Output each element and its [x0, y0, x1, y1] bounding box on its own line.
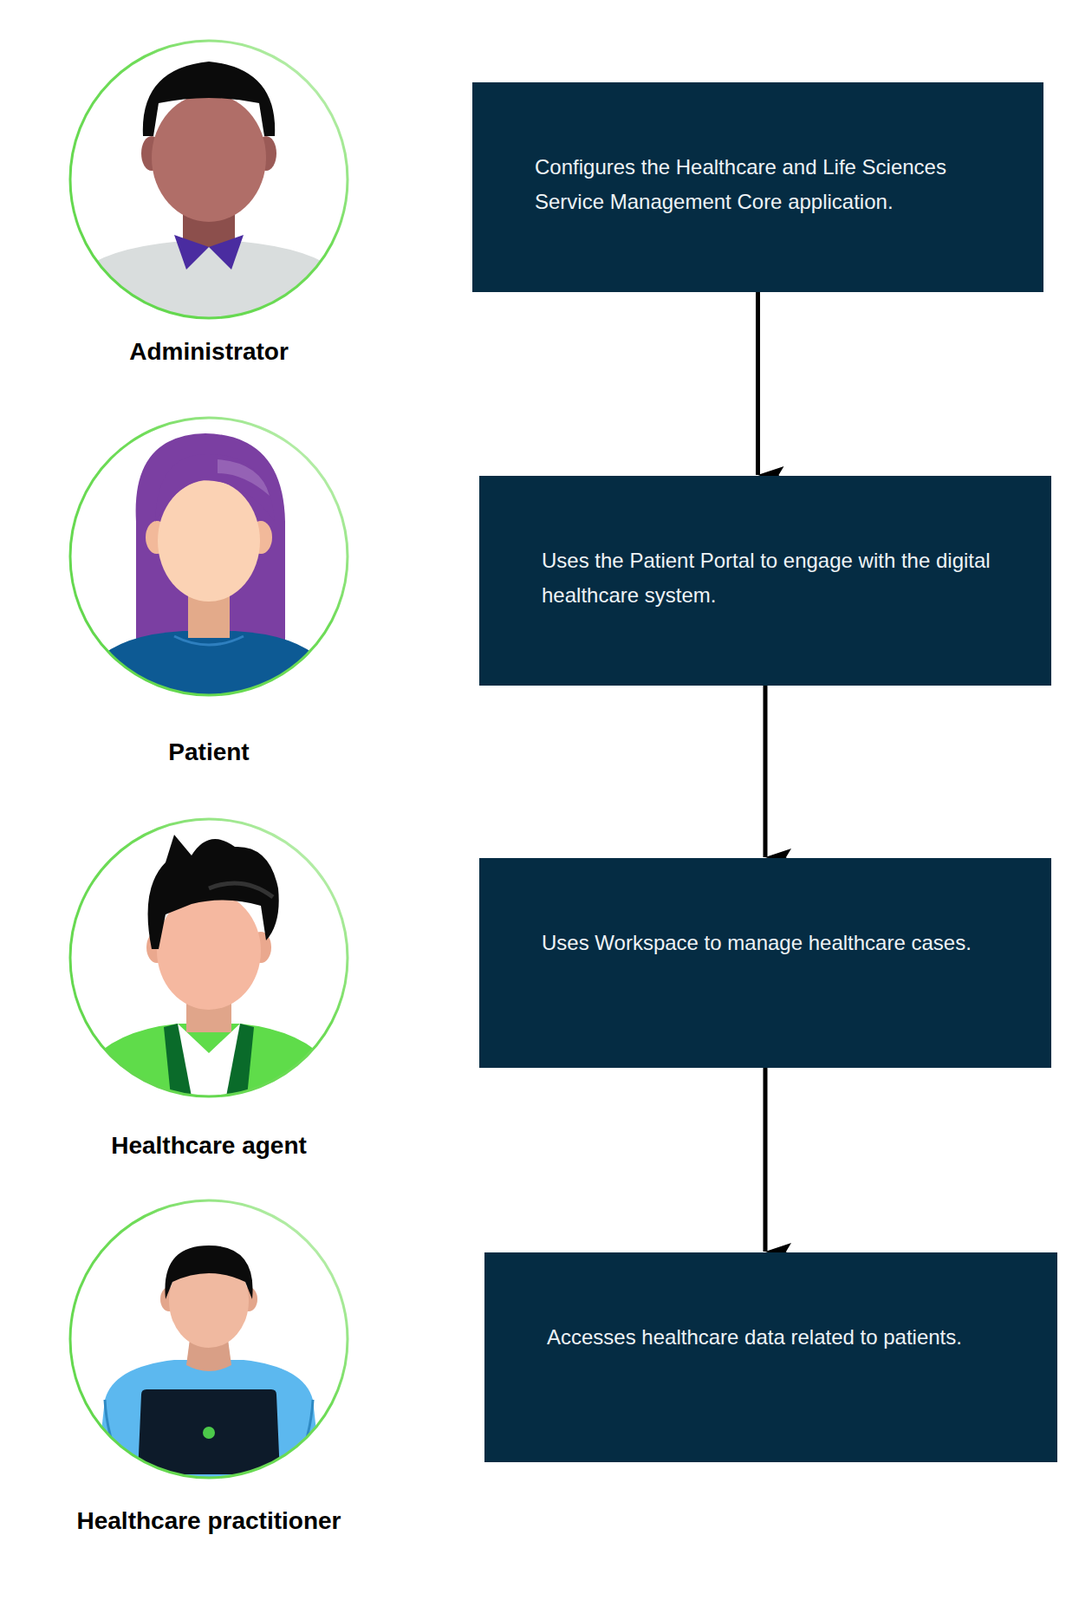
role-label: Healthcare practitioner [77, 1506, 342, 1536]
role-label: Administrator [129, 337, 289, 367]
practitioner-avatar [70, 1200, 348, 1478]
box-text: Accesses healthcare data related to pati… [546, 1319, 1023, 1355]
patient-avatar [70, 417, 348, 696]
box-text: Configures the Healthcare and Life Scien… [534, 149, 1009, 220]
box-text: Uses the Patient Portal to engage with t… [541, 543, 1017, 613]
process-box: Uses the Patient Portal to engage with t… [479, 475, 1052, 686]
flow-arrow [763, 1067, 768, 1252]
flow-arrow [755, 292, 761, 475]
process-box: Accesses healthcare data related to pati… [484, 1252, 1058, 1463]
agent-avatar [70, 819, 348, 1097]
role-label: Patient [168, 737, 249, 767]
administrator-avatar [70, 40, 348, 319]
process-box: Uses Workspace to manage healthcare case… [479, 858, 1052, 1068]
process-box: Configures the Healthcare and Life Scien… [472, 82, 1044, 293]
flow-arrow [763, 685, 768, 858]
role-label: Healthcare agent [110, 1131, 307, 1161]
box-text: Uses Workspace to manage healthcare case… [541, 925, 1017, 961]
